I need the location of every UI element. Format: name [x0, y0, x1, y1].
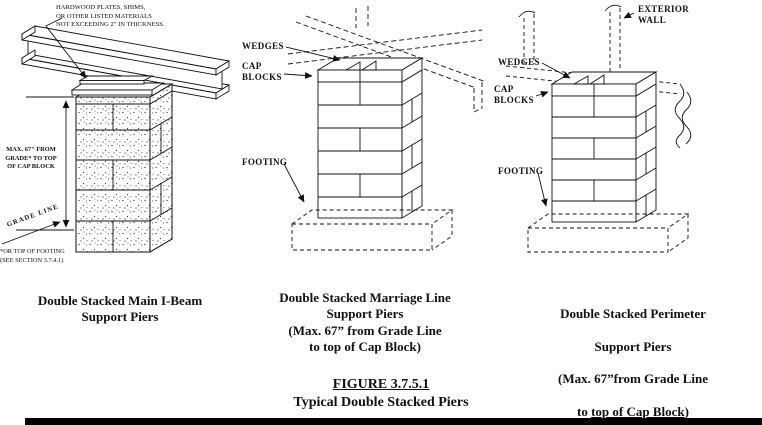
panel-marriage-line-pier: WEDGES CAP BLOCKS FOOTING	[240, 0, 490, 288]
marriage-pier-drawing	[283, 6, 487, 251]
caption-line: Double Stacked Perimeter	[560, 306, 706, 322]
footing-footnote: *OR TOP OF FOOTING (SEE SECTION 3.7.4.1)	[0, 248, 65, 264]
dimension-67	[16, 96, 74, 231]
caption-ibeam-pier: Double Stacked Main I-Beam Support Piers	[37, 293, 203, 325]
leader-lines	[535, 11, 635, 207]
marriage-line-beams	[287, 6, 487, 113]
perimeter-pier-drawing	[505, 4, 692, 253]
shims-stack	[70, 75, 165, 96]
footing-label: FOOTING	[498, 166, 544, 176]
caption-tail-pre: to	[577, 403, 592, 419]
footing-outline	[291, 209, 454, 251]
wall-break-squiggle	[681, 91, 692, 145]
footing-outline	[527, 213, 690, 253]
footing-label: FOOTING	[242, 157, 288, 167]
caption-perimeter-pier: Double Stacked Perimeter Support Piers (…	[512, 290, 754, 420]
hardwood-plates-callout: HARDWOOD PLATES, SHIMS, OR OTHER LISTED …	[56, 4, 165, 29]
pier-blocks	[74, 83, 174, 253]
wedges	[572, 74, 605, 85]
pier-blocks	[551, 83, 657, 223]
pier-blocks	[317, 69, 423, 219]
grade-line-pointer	[1, 221, 61, 245]
page-edge-bar	[25, 418, 762, 425]
exterior-wall-label: EXTERIOR WALL	[638, 4, 690, 26]
panel-ibeam-pier: HARDWOOD PLATES, SHIMS, OR OTHER LISTED …	[0, 0, 240, 288]
figure-title-block: FIGURE 3.7.5.1 Typical Double Stacked Pi…	[0, 376, 762, 412]
wedges-label: WEDGES	[498, 57, 540, 67]
max-67-dimension-label: MAX. 67" FROM GRADE* TO TOP OF CAP BLOCK	[5, 146, 57, 171]
ibeam-pier-drawing	[1, 17, 231, 253]
callout-leader	[45, 17, 87, 79]
wedges-label: WEDGES	[242, 41, 284, 51]
caption-line: (Max. 67”from Grade Line	[558, 371, 708, 387]
figure-number: FIGURE 3.7.5.1	[332, 377, 430, 392]
wedges	[344, 60, 377, 71]
caption-tail-post: )	[684, 403, 689, 419]
caption-line: Support Piers	[594, 338, 672, 354]
wall-break-squiggle	[674, 83, 685, 149]
figure-title: Typical Double Stacked Piers	[293, 395, 469, 411]
cap-blocks-label: CAP BLOCKS	[242, 61, 282, 83]
leader-lines	[283, 46, 341, 203]
panel-perimeter-pier: EXTERIOR WALL WEDGES CAP BLOCKS FOOTING	[490, 0, 762, 288]
caption-marriage-pier: Double Stacked Marriage Line Support Pie…	[279, 290, 451, 354]
cap-blocks-label: CAP BLOCKS	[494, 84, 534, 106]
caption-tail-underlined: top of Cap Block	[591, 403, 685, 419]
